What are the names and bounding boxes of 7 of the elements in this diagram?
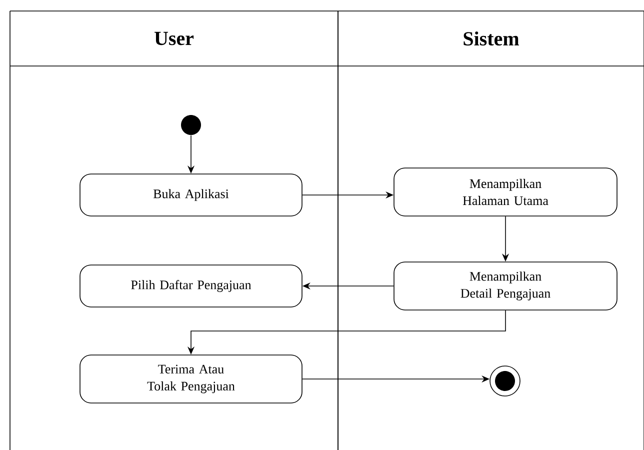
end-node: [490, 366, 520, 396]
activity-box: Menampilkan Detail Pengajuan: [394, 262, 618, 310]
activity-box: Pilih Daftar Pengajuan: [80, 264, 302, 308]
activity-box: Menampilkan Halaman Utama: [394, 168, 618, 216]
activity-box: Buka Aplikasi: [80, 174, 302, 216]
activity-box: Terima Atau Tolak Pengajuan: [80, 354, 302, 404]
start-node: [181, 115, 201, 135]
